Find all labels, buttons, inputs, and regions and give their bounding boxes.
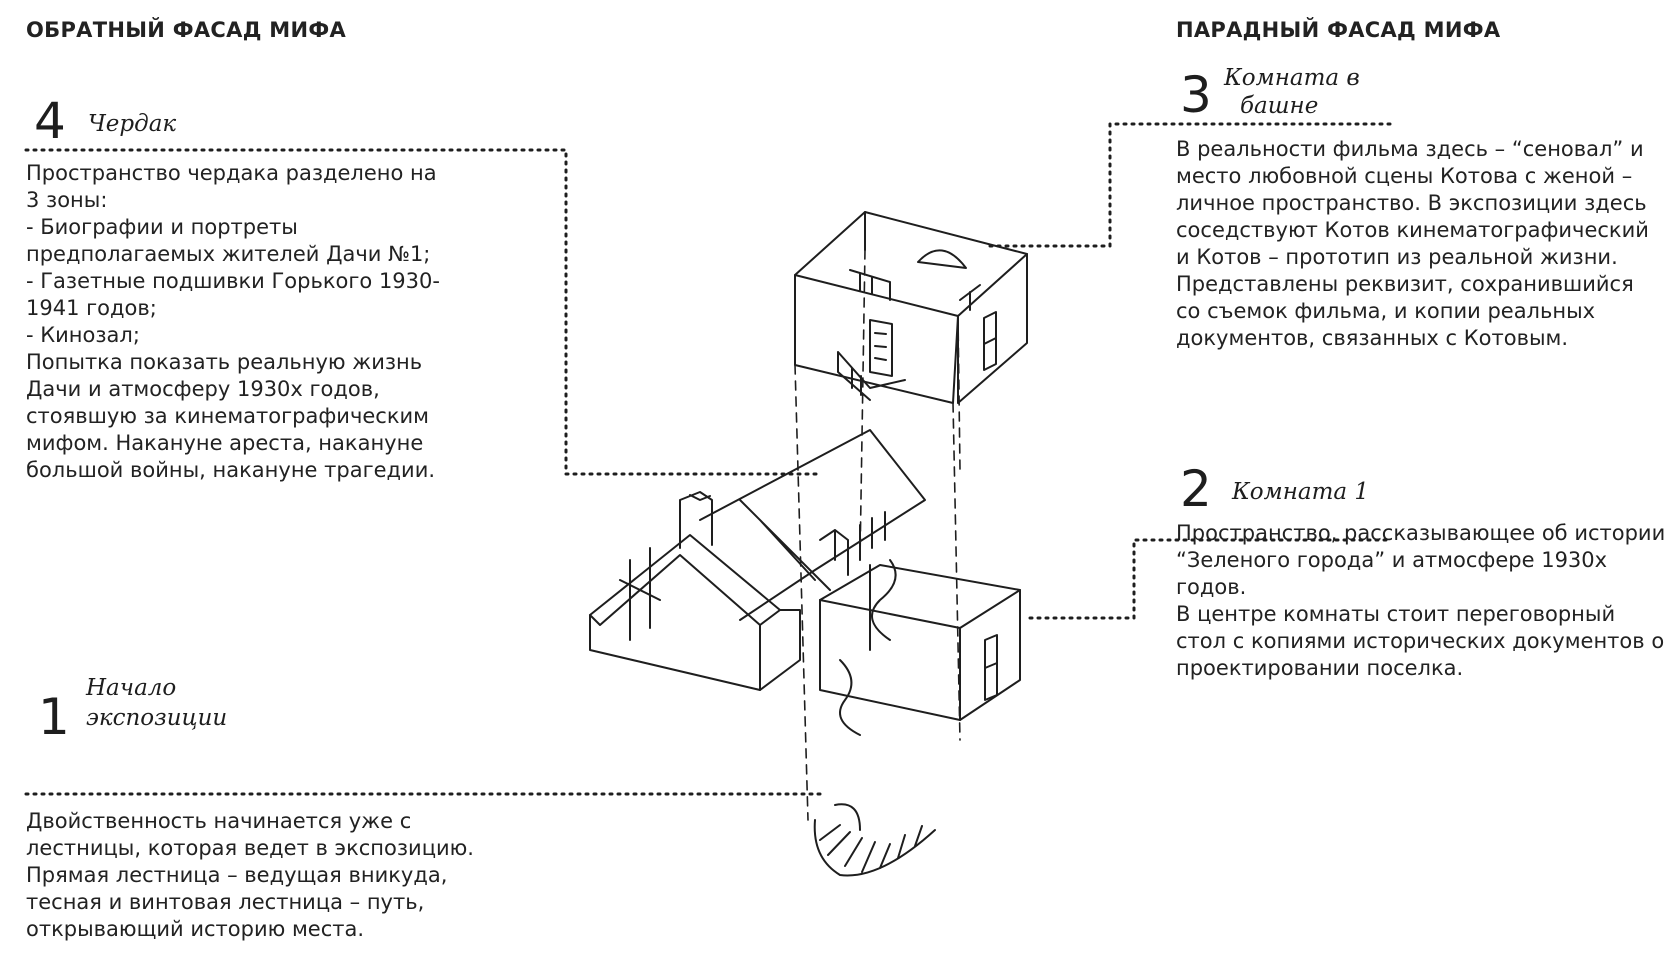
connector-lines	[794, 249, 961, 821]
basement-stair-drawing	[813, 803, 936, 877]
tower-number: 3	[1180, 66, 1212, 124]
start-title-line1: Начало	[86, 675, 177, 701]
tower-description: В реальности фильма здесь – “сеновал” и …	[1176, 137, 1649, 350]
tower-title-line1: Комната в	[1224, 65, 1360, 91]
tower-title-line2: башне	[1240, 93, 1319, 119]
header-back-facade: ОБРАТНЫЙ ФАСАД МИФА	[26, 18, 347, 42]
tower-room-drawing	[794, 211, 1028, 404]
start-title-line2: экспозиции	[86, 705, 228, 731]
start-description: Двойственность начинается уже с лестницы…	[26, 809, 474, 941]
attic-description: Пространство чердака разделено на 3 зоны…	[26, 161, 440, 482]
attic-leader	[24, 148, 822, 476]
room1-title: Комната 1	[1232, 479, 1370, 505]
room1-leader	[1028, 538, 1388, 620]
room1-number: 2	[1180, 460, 1212, 518]
attic-title: Чердак	[88, 111, 177, 137]
header-front-facade: ПАРАДНЫЙ ФАСАД МИФА	[1176, 18, 1501, 42]
start-number: 1	[38, 688, 70, 746]
tower-leader	[983, 122, 1392, 248]
attic-number: 4	[34, 92, 66, 150]
main-house-drawing	[589, 429, 1021, 736]
